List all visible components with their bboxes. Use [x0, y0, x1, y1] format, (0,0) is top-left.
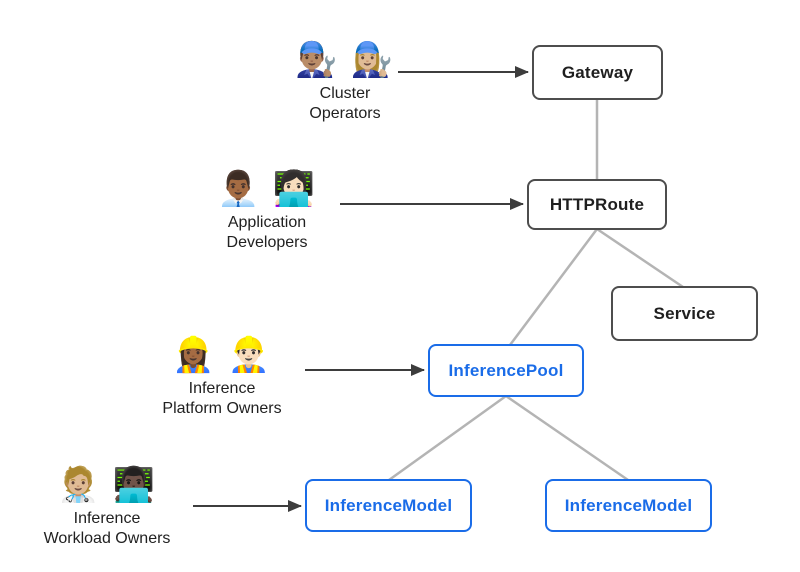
persona-inference-platform-owners: 👷🏾‍♀️ 👷🏻‍♂️ Inference Platform Owners — [142, 333, 302, 419]
node-service: Service — [611, 286, 758, 341]
node-inference-model-1: InferenceModel — [305, 479, 472, 532]
persona-cluster-operators: 👨🏽‍🔧 👩🏼‍🔧 Cluster Operators — [265, 38, 425, 124]
node-gateway: Gateway — [532, 45, 663, 100]
persona-label: Inference Workload Owners — [43, 510, 171, 547]
health-worker-technologist-emoji: 🧑🏼‍⚕️ 👨🏿‍💻 — [56, 466, 158, 504]
node-inference-pool: InferencePool — [428, 344, 584, 397]
persona-label: Cluster Operators — [309, 85, 381, 122]
node-inference-model-2: InferenceModel — [545, 479, 712, 532]
persona-label: Application Developers — [226, 214, 308, 251]
construction-workers-emoji: 👷🏾‍♀️ 👷🏻‍♂️ — [171, 336, 273, 374]
mechanics-emoji: 👨🏽‍🔧 👩🏼‍🔧 — [294, 41, 396, 79]
edge-httproute-service — [596, 227, 684, 289]
technologists-emoji: 👨🏾‍💼 👩🏻‍💻 — [216, 170, 318, 208]
edge-inferencepool-inferencemodel-1 — [388, 394, 507, 482]
edge-inferencepool-inferencemodel-2 — [505, 394, 629, 482]
persona-label: Inference Platform Owners — [162, 380, 282, 417]
persona-application-developers: 👨🏾‍💼 👩🏻‍💻 Application Developers — [187, 167, 347, 253]
edge-httproute-inferencepool — [509, 228, 598, 346]
node-httproute: HTTPRoute — [527, 179, 667, 230]
persona-inference-workload-owners: 🧑🏼‍⚕️ 👨🏿‍💻 Inference Workload Owners — [27, 463, 187, 549]
